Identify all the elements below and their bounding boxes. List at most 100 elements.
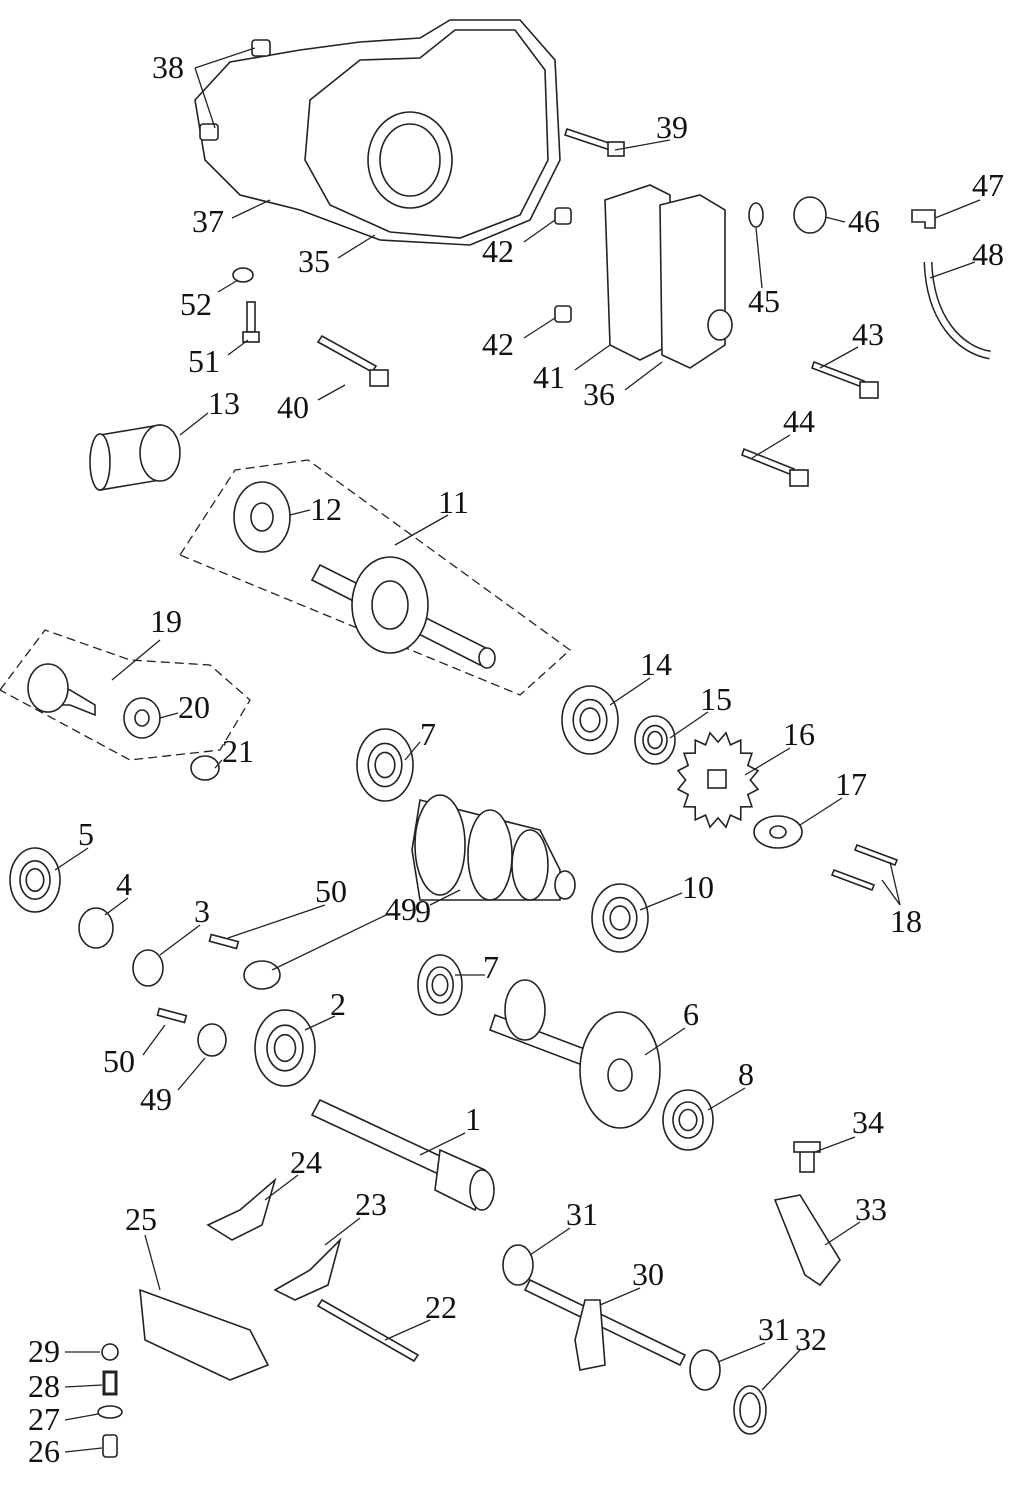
leader-line — [394, 514, 449, 546]
leader-line — [814, 1136, 856, 1153]
callout-44: 44 — [751, 403, 815, 459]
leader-line — [159, 924, 201, 956]
callout-26: 26 — [28, 1433, 103, 1469]
callout-29: 29 — [28, 1333, 100, 1369]
leader-line — [214, 759, 223, 769]
callout-10: 10 — [639, 869, 714, 911]
washer-20-hole — [134, 709, 150, 727]
bolt-40-head — [369, 369, 389, 387]
callout-label: 45 — [748, 283, 780, 319]
leader-line — [304, 1015, 336, 1031]
callout-22: 22 — [384, 1289, 457, 1341]
leader-line — [194, 67, 216, 129]
callout-31: 31 — [717, 1311, 790, 1363]
bolt-50a — [208, 933, 240, 950]
bushing-13-end — [89, 433, 111, 491]
callout-label: 23 — [355, 1186, 387, 1222]
plug-26 — [102, 1434, 118, 1458]
callout-12: 12 — [289, 491, 342, 527]
callout-label: 50 — [103, 1043, 135, 1079]
bolt-51-head — [242, 331, 260, 343]
leader-line — [523, 317, 556, 339]
callout-label: 20 — [178, 689, 210, 725]
callout-label: 33 — [855, 1191, 887, 1227]
callout-36: 36 — [583, 361, 663, 412]
fitting-47 — [911, 209, 936, 229]
callout-1: 1 — [419, 1101, 481, 1156]
washer-12-hole — [250, 502, 274, 532]
leader-line — [799, 797, 843, 826]
callout-8: 8 — [707, 1056, 754, 1111]
callout-6: 6 — [644, 996, 699, 1056]
callout-label: 16 — [783, 716, 815, 752]
shift-shaft-30 — [523, 1278, 687, 1367]
bearing-1 — [579, 707, 601, 733]
shift-drum-25 — [139, 1288, 270, 1381]
leader-line — [142, 1024, 166, 1056]
bearing-11-inner — [371, 580, 409, 630]
leader-line — [384, 1319, 431, 1341]
cover-opening-inner — [379, 123, 441, 197]
hose-48-inner — [925, 261, 991, 358]
callout-label: 7 — [483, 949, 499, 985]
callout-label: 43 — [852, 316, 884, 352]
bearing-6 — [678, 1108, 698, 1132]
leader-line — [644, 1027, 686, 1056]
callout-label: 13 — [208, 385, 240, 421]
bearing-2 — [25, 867, 45, 892]
callout-label: 40 — [277, 389, 309, 425]
leader-line — [744, 747, 791, 776]
bolt-44-head — [789, 469, 809, 487]
callout-46: 46 — [824, 203, 880, 239]
leader-line — [599, 1287, 641, 1306]
leader-line — [419, 1132, 466, 1156]
leader-line — [177, 1057, 206, 1091]
leader-line — [624, 361, 663, 391]
cover-plug — [707, 309, 733, 341]
callout-5: 5 — [54, 816, 94, 871]
callout-label: 42 — [482, 326, 514, 362]
callout-label: 30 — [632, 1256, 664, 1292]
callout-47: 47 — [934, 167, 1004, 219]
callout-39: 39 — [614, 109, 688, 151]
dowel-38b — [199, 123, 219, 141]
leader-line — [64, 1413, 99, 1421]
callout-label: 10 — [682, 869, 714, 905]
dowel-38a — [251, 39, 271, 57]
callout-13: 13 — [179, 385, 240, 436]
callout-label: 2 — [330, 986, 346, 1022]
callout-label: 41 — [533, 359, 565, 395]
callout-label: 37 — [192, 203, 224, 239]
callout-label: 24 — [290, 1144, 322, 1180]
callout-43: 43 — [819, 316, 884, 369]
callout-label: 51 — [188, 343, 220, 379]
callout-48: 48 — [929, 236, 1004, 279]
callout-label: 26 — [28, 1433, 60, 1469]
callout-label: 25 — [125, 1201, 157, 1237]
shaft-1-face — [469, 1169, 495, 1211]
callout-21: 21 — [214, 733, 254, 769]
bolt-43 — [810, 360, 866, 389]
callout-27: 27 — [28, 1401, 99, 1437]
callout-label: 28 — [28, 1368, 60, 1404]
callout-25: 25 — [125, 1201, 161, 1291]
leader-line — [761, 1349, 801, 1391]
leader-line — [755, 227, 763, 289]
callout-35: 35 — [298, 234, 376, 279]
callout-label: 35 — [298, 243, 330, 279]
callout-label: 49 — [140, 1081, 172, 1117]
callout-41: 41 — [533, 344, 611, 395]
bearings — [9, 685, 714, 1151]
leader-line — [271, 914, 387, 971]
leader-line — [609, 677, 651, 706]
callout-label: 46 — [848, 203, 880, 239]
leader-line — [227, 904, 326, 939]
callout-42: 42 — [482, 219, 556, 269]
callout-37: 37 — [192, 199, 271, 239]
callout-label: 15 — [700, 681, 732, 717]
cap-46 — [793, 196, 827, 234]
callout-label: 12 — [310, 491, 342, 527]
callout-17: 17 — [799, 766, 867, 826]
leader-line — [824, 1221, 861, 1246]
